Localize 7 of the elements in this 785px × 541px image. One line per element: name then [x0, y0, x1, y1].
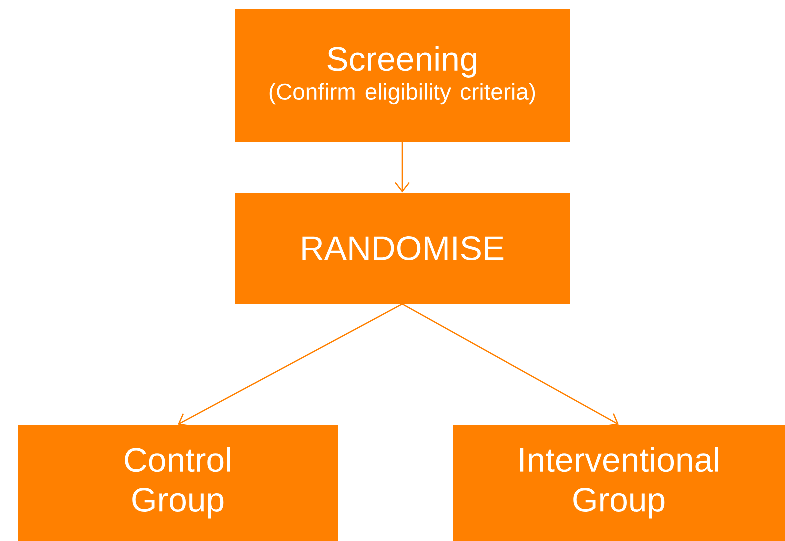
process-box: Screening (Confirm eligibility criteria): [235, 9, 570, 142]
arrow: [402, 304, 619, 427]
process-box: RANDOMISE: [235, 192, 570, 304]
arrow: [178, 304, 403, 427]
arrow: [395, 142, 410, 193]
process-box: Interventional Group: [453, 424, 785, 541]
process-box: Control Group: [18, 424, 338, 541]
